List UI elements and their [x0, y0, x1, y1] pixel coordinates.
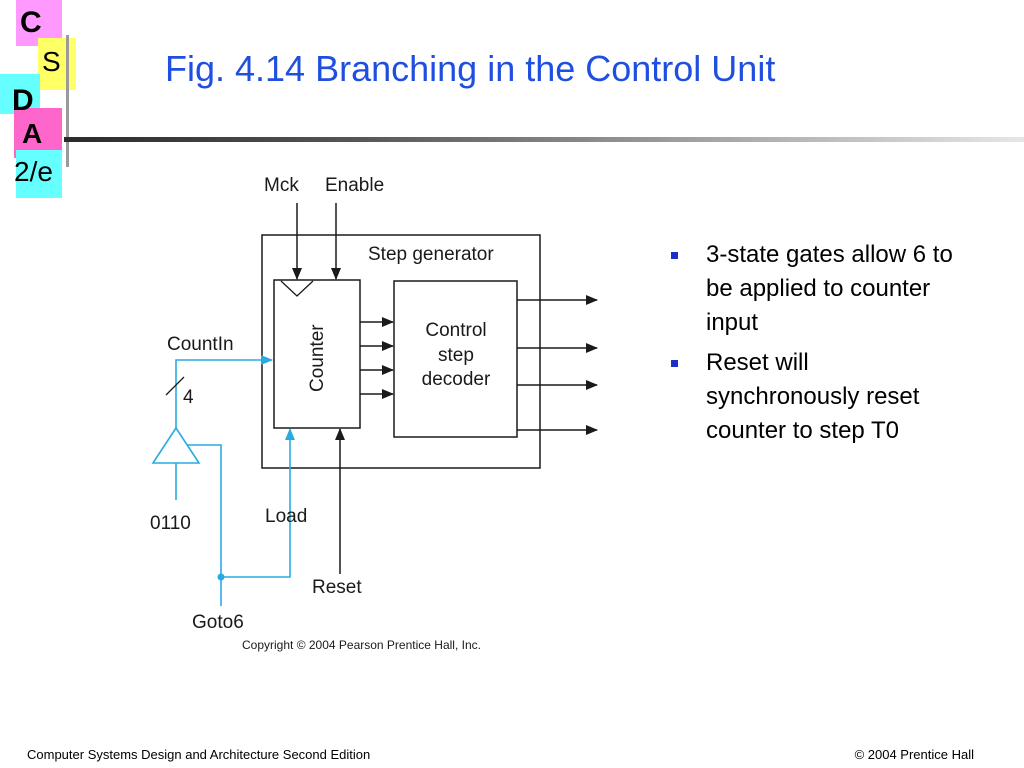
decoder-box	[393, 280, 518, 438]
step-generator-label: Step generator	[368, 244, 494, 265]
logo-letter-s: S	[42, 46, 61, 77]
logo-letter-a: A	[22, 118, 43, 149]
bullet-list: 3-state gates allow 6 to be applied to c…	[668, 238, 968, 454]
logo-block-yellow	[38, 38, 76, 90]
buffer-enable-wire	[187, 444, 222, 577]
header-rule	[64, 137, 1024, 142]
bus-width-label: 4	[183, 387, 194, 408]
figure-copyright: Copyright © 2004 Pearson Prentice Hall, …	[242, 638, 481, 652]
countin-wire	[175, 355, 273, 428]
logo-edition: 2/e	[14, 156, 53, 187]
junction-dot	[217, 573, 225, 581]
bus-slash	[165, 376, 185, 396]
step-generator-box	[261, 234, 541, 469]
enable-label: Enable	[325, 175, 384, 196]
clock-triangle	[280, 280, 314, 297]
header-vertical-rule	[66, 35, 69, 167]
counter-box	[273, 279, 361, 429]
logo-block-cyan-2	[16, 150, 62, 198]
load-wire	[221, 428, 295, 578]
logo-block-cyan	[0, 74, 40, 114]
counter-label: Counter	[307, 324, 328, 392]
decoder-label-line2: step	[438, 345, 474, 366]
load-label: Load	[265, 506, 307, 527]
bullet-text: Reset will synchronously reset counter t…	[706, 349, 920, 444]
decoder-label-line1: Control	[425, 320, 486, 341]
footer-left: Computer Systems Design and Architecture…	[27, 747, 371, 762]
reset-label: Reset	[312, 577, 362, 598]
logo-block-magenta	[14, 108, 62, 158]
bullet-square-icon	[671, 252, 678, 259]
logo-letter-d: D	[12, 84, 34, 117]
bullet-item: 3-state gates allow 6 to be applied to c…	[668, 238, 968, 340]
countin-label: CountIn	[167, 334, 234, 355]
footer-right: © 2004 Prentice Hall	[854, 747, 974, 762]
mck-label: Mck	[264, 175, 299, 196]
page-title: Fig. 4.14 Branching in the Control Unit	[165, 48, 776, 89]
bullet-text: 3-state gates allow 6 to be applied to c…	[706, 241, 953, 336]
goto6-label: Goto6	[192, 612, 244, 633]
logo-letter-c: C	[20, 6, 42, 39]
bullet-item: Reset will synchronously reset counter t…	[668, 346, 968, 448]
constant-label: 0110	[150, 513, 191, 534]
bullet-square-icon	[671, 360, 678, 367]
decoder-label-line3: decoder	[422, 369, 491, 390]
